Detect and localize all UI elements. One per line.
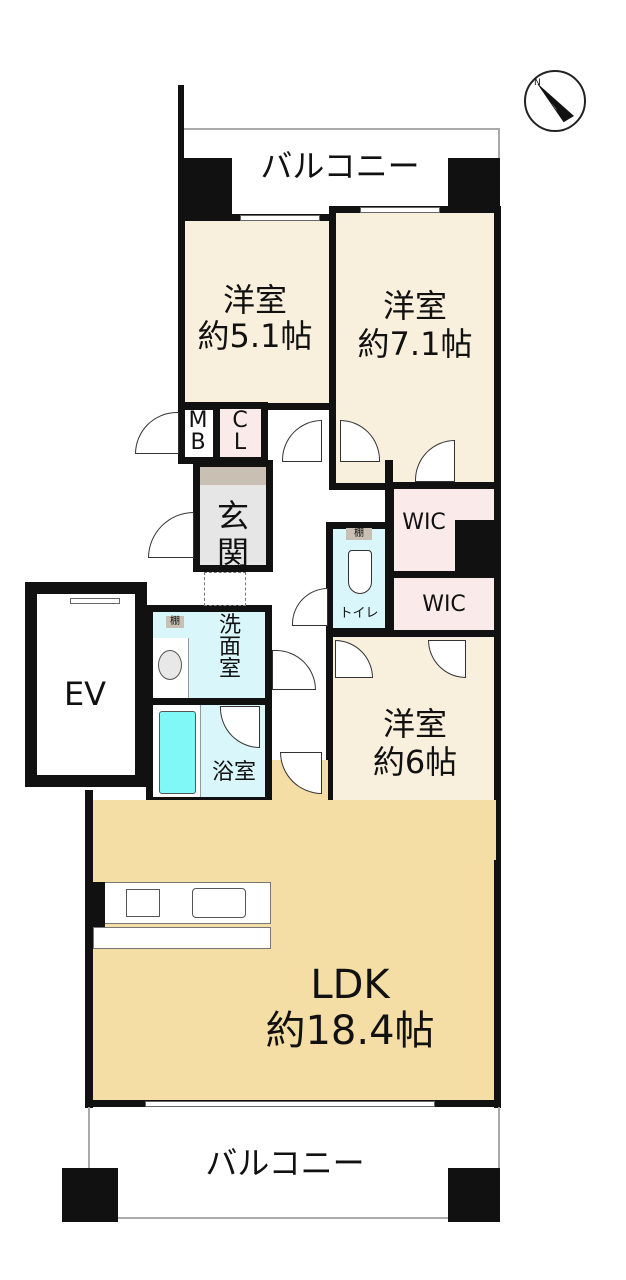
bathroom-label: 浴室: [211, 760, 256, 785]
washer-space: [204, 572, 246, 606]
window: [240, 215, 320, 221]
balcony-bottom: [88, 1107, 500, 1219]
pillar: [62, 1168, 118, 1222]
balcony-bottom-label: バルコニー: [205, 1144, 365, 1182]
entrance-label: 玄 関: [216, 497, 249, 572]
kitchen-counter: [93, 882, 271, 924]
bedroom-3-size: 約6帖: [372, 743, 458, 781]
counter-back: [93, 927, 271, 949]
sink: [153, 638, 189, 698]
wall: [455, 520, 501, 575]
north-arrow-icon: [537, 83, 574, 123]
compass: N: [524, 70, 586, 132]
washroom-label: 洗 面 室: [218, 613, 241, 682]
ev-label: EV: [63, 675, 107, 713]
ldk-size: 約18.4帖: [265, 1008, 435, 1054]
bathtub-basin: [159, 711, 196, 794]
pillar: [448, 1168, 500, 1222]
bedroom-2-name: 洋室: [382, 287, 447, 325]
wall: [494, 860, 501, 1108]
basin: [158, 650, 182, 680]
toilet-shelf: 棚: [346, 528, 372, 540]
washroom-door[interactable]: [272, 650, 316, 690]
bedroom-2-size: 約7.1帖: [357, 325, 473, 363]
door[interactable]: [282, 420, 322, 462]
ldk-name: LDK: [310, 962, 390, 1008]
pillar: [178, 85, 184, 230]
bedroom-1-name: 洋室: [222, 281, 287, 319]
wash-shelf: 棚: [166, 616, 184, 628]
window: [360, 207, 440, 213]
bathtub: [153, 705, 201, 797]
toilet-bowl: [348, 550, 372, 594]
entrance-door[interactable]: [148, 512, 194, 558]
pillar: [448, 158, 500, 214]
cl-label: C L: [232, 408, 248, 455]
wic-2-label: WIC: [422, 592, 466, 617]
wall: [93, 882, 105, 927]
compass-label: N: [534, 78, 541, 88]
toilet-door[interactable]: [292, 588, 328, 626]
window: [145, 1101, 435, 1107]
window: [70, 598, 120, 604]
step: [200, 467, 266, 485]
toilet-label: トイレ: [339, 606, 379, 621]
mb-label: M B: [188, 408, 208, 455]
elevator: [25, 582, 147, 787]
wall: [85, 790, 93, 1108]
bedroom-3-name: 洋室: [382, 705, 447, 743]
kitchen-sink: [192, 888, 246, 918]
stove: [126, 889, 160, 917]
wic-1-label: WIC: [402, 510, 446, 535]
ldk: [90, 800, 496, 1105]
door[interactable]: [135, 412, 179, 454]
bedroom-1-size: 約5.1帖: [197, 317, 313, 355]
balcony-top-label: バルコニー: [260, 147, 420, 185]
